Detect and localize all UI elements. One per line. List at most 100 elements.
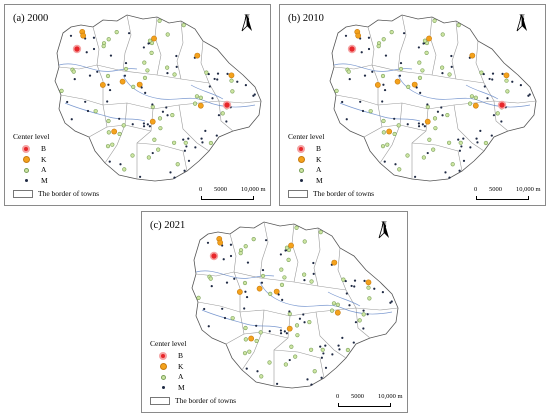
- settlement-m: [146, 123, 149, 126]
- settlement-m: [131, 123, 134, 126]
- settlement-m: [469, 146, 472, 149]
- settlement-a: [192, 101, 198, 106]
- settlement-m: [423, 125, 426, 128]
- town-boundaries: [191, 221, 399, 389]
- settlement-a: [450, 162, 455, 167]
- settlement-m: [207, 72, 210, 76]
- settlement-m: [491, 78, 494, 81]
- settlement-k: [149, 118, 156, 125]
- settlement-m: [288, 310, 291, 313]
- settlement-a: [198, 95, 203, 100]
- settlement-m: [206, 241, 210, 244]
- settlement-k: [248, 335, 255, 342]
- settlement-a: [440, 32, 445, 37]
- north-arrow-icon: N: [514, 14, 530, 40]
- settlement-b: [222, 100, 232, 110]
- settlement-a: [157, 18, 162, 23]
- legend-item-b: B: [150, 351, 236, 362]
- settlement-m: [348, 78, 351, 81]
- settlement-m: [200, 137, 203, 140]
- settlement-a: [381, 130, 386, 135]
- panel-title: (c) 2021: [150, 220, 186, 231]
- settlement-a: [268, 291, 273, 296]
- settlement-m: [527, 94, 530, 97]
- settlement-a: [295, 333, 300, 338]
- settlement-m: [381, 291, 384, 294]
- map-panel-2021: (c) 2021 N Center level B K A M The bord…: [141, 211, 408, 413]
- settlement-m: [142, 46, 145, 49]
- settlement-k: [469, 52, 476, 59]
- legend-item-border: The border of towns: [150, 396, 236, 407]
- settlement-m: [500, 120, 503, 123]
- settlement-m: [450, 65, 453, 68]
- settlement-a: [106, 37, 111, 42]
- settlement-a: [243, 337, 248, 342]
- settlement-m: [284, 249, 287, 252]
- settlement-m: [426, 151, 429, 155]
- settlement-a: [106, 118, 111, 124]
- settlement-m: [69, 34, 73, 37]
- settlement-m: [246, 261, 250, 264]
- settlement-m: [279, 332, 283, 335]
- settlement-m: [221, 307, 224, 310]
- settlement-a: [175, 162, 180, 167]
- settlement-k: [119, 78, 126, 85]
- settlement-m: [457, 138, 460, 141]
- settlement-a: [289, 344, 294, 349]
- settlement-m: [462, 137, 465, 140]
- settlement-m: [444, 171, 447, 174]
- settlement-m: [345, 292, 348, 295]
- settlement-m: [312, 272, 315, 275]
- settlement-a: [421, 155, 426, 160]
- settlement-m: [276, 382, 279, 385]
- settlement-b: [497, 100, 507, 110]
- settlement-m: [187, 137, 190, 140]
- settlement-k: [228, 72, 235, 79]
- settlement-a: [420, 68, 425, 73]
- settlement-m: [175, 54, 178, 58]
- settlement-m: [479, 129, 482, 132]
- settlement-m: [244, 84, 247, 87]
- settlement-k: [374, 82, 381, 88]
- settlement-m: [148, 125, 151, 128]
- settlement-m: [383, 88, 387, 92]
- settlement-m: [223, 316, 227, 320]
- settlement-m: [245, 367, 248, 370]
- settlement-m: [348, 304, 351, 307]
- settlement-a: [122, 167, 127, 172]
- settlement-m: [482, 72, 485, 76]
- settlement-k: [503, 72, 510, 79]
- settlement-m: [210, 285, 213, 288]
- settlement-k: [334, 309, 341, 316]
- settlement-m: [279, 253, 282, 256]
- settlement-m: [216, 78, 219, 81]
- settlement-a: [286, 257, 291, 262]
- settlement-m: [417, 46, 420, 49]
- settlement-m: [361, 109, 365, 113]
- settlement-a: [367, 296, 372, 301]
- settlement-m: [353, 279, 357, 282]
- settlement-m: [363, 279, 366, 283]
- settlement-m: [88, 74, 92, 77]
- settlement-m: [127, 32, 131, 35]
- settlement-a: [283, 362, 288, 367]
- panel-title: (a) 2000: [13, 13, 49, 24]
- settlement-k: [197, 102, 204, 109]
- settlement-m: [124, 61, 128, 65]
- settlement-m: [337, 344, 340, 347]
- settlement-points: [59, 18, 256, 179]
- settlement-a: [447, 72, 452, 77]
- settlement-m: [281, 298, 284, 302]
- settlement-a: [194, 94, 200, 99]
- settlement-m: [511, 80, 514, 83]
- settlement-m: [142, 122, 146, 125]
- settlement-m: [260, 281, 264, 284]
- settlement-points: [334, 18, 531, 179]
- settlement-a: [381, 118, 386, 124]
- settlement-a: [208, 140, 214, 146]
- settlement-m: [86, 109, 90, 113]
- settlement-k: [394, 78, 401, 85]
- settlement-m: [108, 160, 111, 163]
- legend-title: Center level: [150, 339, 187, 348]
